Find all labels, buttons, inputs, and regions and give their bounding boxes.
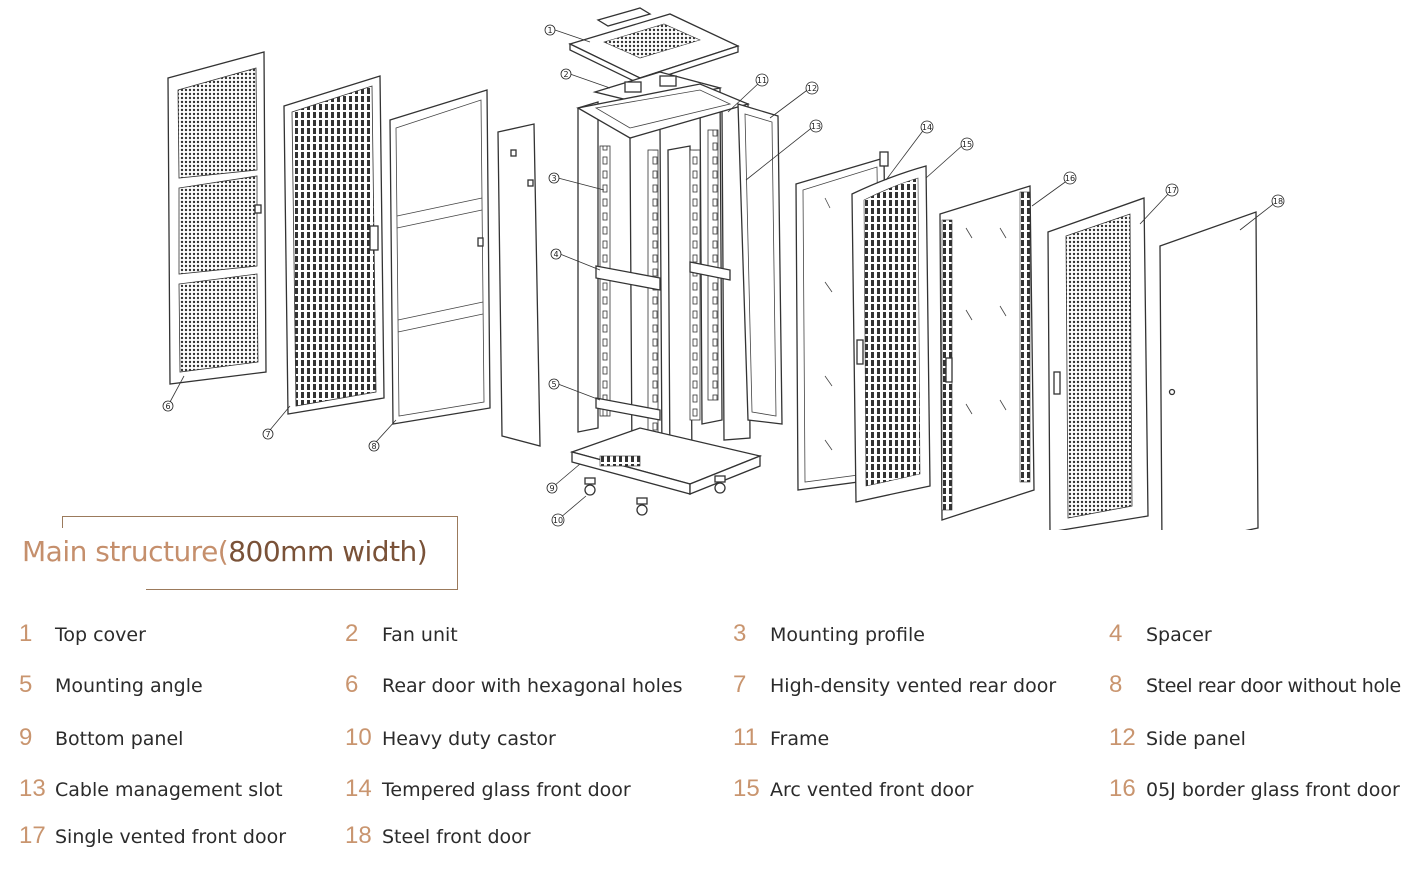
legend-item-2: 2 Fan unit bbox=[345, 620, 458, 650]
legend-label: Spacer bbox=[1146, 624, 1212, 646]
legend-item-11: 11 Frame bbox=[733, 724, 829, 754]
legend-item-16: 16 05J border glass front door bbox=[1109, 775, 1400, 805]
legend-item-3: 3 Mounting profile bbox=[733, 620, 925, 650]
legend-label: Mounting angle bbox=[55, 675, 203, 697]
exploded-diagram: 1 2 3 4 5 6 7 8 9 10 11 12 13 14 15 16 1… bbox=[162, 7, 1285, 530]
callout-5: 5 bbox=[551, 380, 556, 389]
side-panel-left-drawing bbox=[497, 123, 541, 447]
title-prefix: Main structure( bbox=[22, 535, 229, 568]
legend-label: Frame bbox=[770, 728, 830, 750]
callout-6: 6 bbox=[165, 402, 170, 411]
legend-item-14: 14 Tempered glass front door bbox=[345, 775, 631, 805]
castor-icons bbox=[584, 475, 726, 516]
legend-item-17: 17 Single vented front door bbox=[19, 822, 286, 852]
legend-number: 9 bbox=[19, 724, 33, 751]
callout-16: 16 bbox=[1065, 174, 1075, 183]
legend-number: 18 bbox=[345, 822, 372, 849]
callout-17: 17 bbox=[1167, 186, 1177, 195]
callout-10: 10 bbox=[553, 516, 563, 525]
legend-number: 15 bbox=[733, 775, 760, 802]
high-density-rear-door-drawing bbox=[283, 75, 385, 415]
legend-number: 3 bbox=[733, 620, 747, 647]
steel-rear-door-drawing bbox=[389, 89, 491, 425]
legend-item-8: 8 Steel rear door without hole bbox=[1109, 671, 1401, 701]
callout-13: 13 bbox=[811, 122, 821, 131]
callout-9: 9 bbox=[549, 484, 554, 493]
legend-item-6: 6 Rear door with hexagonal holes bbox=[345, 671, 683, 701]
legend-item-18: 18 Steel front door bbox=[345, 822, 531, 852]
legend-number: 11 bbox=[733, 724, 758, 751]
callout-1: 1 bbox=[547, 26, 552, 35]
legend-label: Cable management slot bbox=[55, 779, 283, 801]
legend-label: Steel rear door without hole bbox=[1146, 675, 1401, 697]
legend-number: 8 bbox=[1109, 671, 1123, 698]
legend-label: High-density vented rear door bbox=[770, 675, 1057, 697]
legend-item-5: 5 Mounting angle bbox=[19, 671, 203, 701]
legend-label: Mounting profile bbox=[770, 624, 925, 646]
side-panel-right-drawing bbox=[737, 103, 783, 425]
arc-vented-door-drawing bbox=[851, 165, 931, 503]
callout-lines bbox=[169, 29, 1277, 519]
callout-2: 2 bbox=[563, 70, 568, 79]
callout-8: 8 bbox=[371, 442, 376, 451]
callout-15: 15 bbox=[962, 140, 972, 149]
rear-door-hexagonal-drawing bbox=[167, 51, 267, 385]
legend-number: 2 bbox=[345, 620, 359, 647]
callout-14: 14 bbox=[922, 123, 932, 132]
legend-number: 17 bbox=[19, 822, 46, 849]
legend-item-12: 12 Side panel bbox=[1109, 724, 1246, 754]
callout-numbers: 1 2 3 4 5 6 7 8 9 10 11 12 13 14 15 16 1… bbox=[162, 24, 1285, 527]
legend-label: Side panel bbox=[1146, 728, 1246, 750]
callout-3: 3 bbox=[551, 174, 556, 183]
legend-number: 16 bbox=[1109, 775, 1136, 802]
legend-label: Top cover bbox=[55, 624, 146, 646]
legend-number: 12 bbox=[1109, 724, 1136, 751]
legend-label: Heavy duty castor bbox=[382, 728, 556, 750]
legend-label: Steel front door bbox=[382, 826, 531, 848]
title-frame bbox=[62, 516, 458, 590]
legend-label: Fan unit bbox=[382, 624, 458, 646]
legend-number: 4 bbox=[1109, 620, 1123, 647]
legend-number: 7 bbox=[733, 671, 747, 698]
single-vented-door-drawing bbox=[1047, 197, 1149, 530]
legend-number: 6 bbox=[345, 671, 359, 698]
callout-18: 18 bbox=[1273, 197, 1283, 206]
page-title: Main structure(800mm width) bbox=[22, 535, 428, 568]
legend-label: 05J border glass front door bbox=[1146, 779, 1400, 801]
callout-4: 4 bbox=[553, 250, 558, 259]
legend-item-10: 10 Heavy duty castor bbox=[345, 724, 556, 754]
callout-7: 7 bbox=[265, 430, 270, 439]
legend-label: Rear door with hexagonal holes bbox=[382, 675, 683, 697]
legend-label: Arc vented front door bbox=[770, 779, 974, 801]
legend-item-4: 4 Spacer bbox=[1109, 620, 1212, 650]
legend-label: Single vented front door bbox=[55, 826, 287, 848]
legend-number: 13 bbox=[19, 775, 46, 802]
legend-number: 10 bbox=[345, 724, 372, 751]
legend-item-9: 9 Bottom panel bbox=[19, 724, 183, 754]
legend-item-13: 13 Cable management slot bbox=[19, 775, 283, 805]
callout-11: 11 bbox=[757, 76, 767, 85]
legend-number: 1 bbox=[19, 620, 33, 647]
legend-number: 14 bbox=[345, 775, 372, 802]
legend-label: Bottom panel bbox=[55, 728, 184, 750]
legend-item-7: 7 High-density vented rear door bbox=[733, 671, 1056, 701]
border-glass-door-drawing bbox=[939, 185, 1035, 521]
callout-12: 12 bbox=[807, 84, 817, 93]
legend-item-15: 15 Arc vented front door bbox=[733, 775, 973, 805]
title-highlight: 800mm width) bbox=[228, 535, 428, 568]
steel-front-door-drawing bbox=[1159, 211, 1259, 530]
legend-item-1: 1 Top cover bbox=[19, 620, 146, 650]
legend-number: 5 bbox=[19, 671, 33, 698]
legend-label: Tempered glass front door bbox=[382, 779, 631, 801]
